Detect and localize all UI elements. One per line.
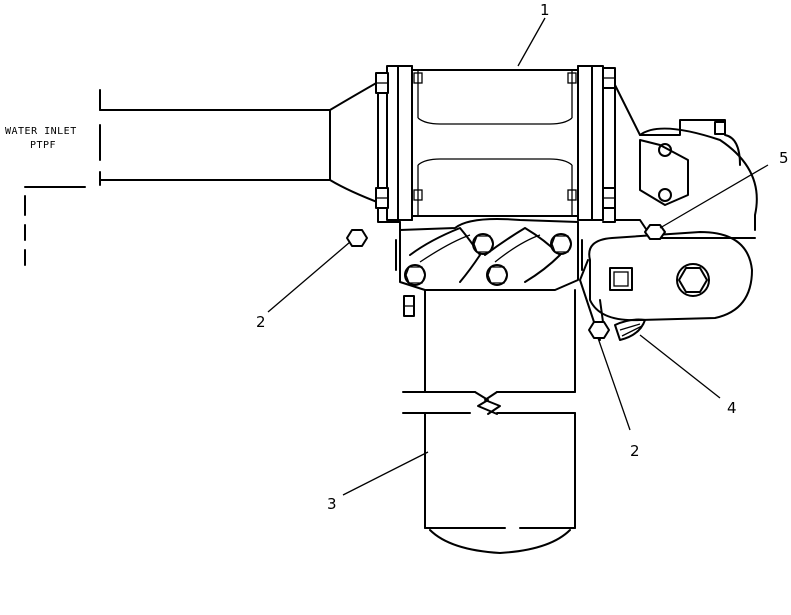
callout-2-right: 2 xyxy=(630,442,640,460)
cam-lever xyxy=(579,231,756,341)
leader-lines xyxy=(267,17,769,496)
water-inlet-pipe xyxy=(24,77,386,266)
inlet-label-line1: WATER INLET xyxy=(5,126,77,137)
hex-plug-left xyxy=(346,229,368,247)
hex-plug-right xyxy=(588,321,610,339)
valve-housing xyxy=(614,84,758,239)
callout-2-left: 2 xyxy=(256,313,266,331)
inlet-label-line2: PTPF xyxy=(30,140,56,151)
callout-5: 5 xyxy=(779,149,789,167)
callout-3: 3 xyxy=(327,495,337,513)
filter-canister xyxy=(402,289,576,554)
callout-4: 4 xyxy=(727,399,737,417)
manifold-bolts xyxy=(403,233,572,317)
valve-body xyxy=(375,65,616,223)
manifold-block xyxy=(395,218,583,291)
callout-1: 1 xyxy=(540,1,550,19)
hex-plug-5 xyxy=(644,224,666,240)
